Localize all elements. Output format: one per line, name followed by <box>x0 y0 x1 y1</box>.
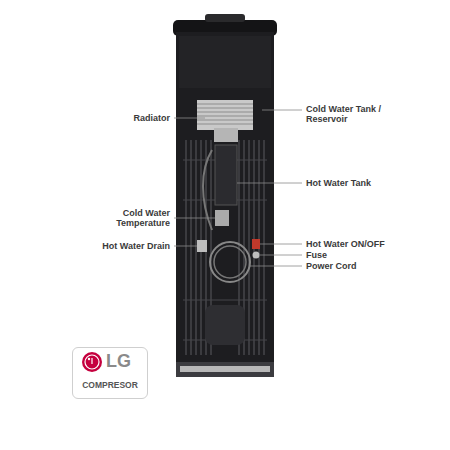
part-label: Radiator <box>80 113 170 123</box>
part-label: Cold Water Temperature <box>90 208 170 229</box>
part-label: Hot Water Drain <box>70 241 170 251</box>
part-label: Hot Water ON/OFF <box>306 239 416 249</box>
badge-caption: COMPRESOR <box>82 381 138 390</box>
part-label: Hot Water Tank <box>306 178 416 188</box>
part-label: Cold Water Tank / Reservoir <box>306 104 388 125</box>
badge-box: LG COMPRESOR <box>72 347 148 399</box>
brand-text: LG <box>106 352 131 372</box>
part-label: Fuse <box>306 250 416 260</box>
part-label: Power Cord <box>306 261 416 271</box>
